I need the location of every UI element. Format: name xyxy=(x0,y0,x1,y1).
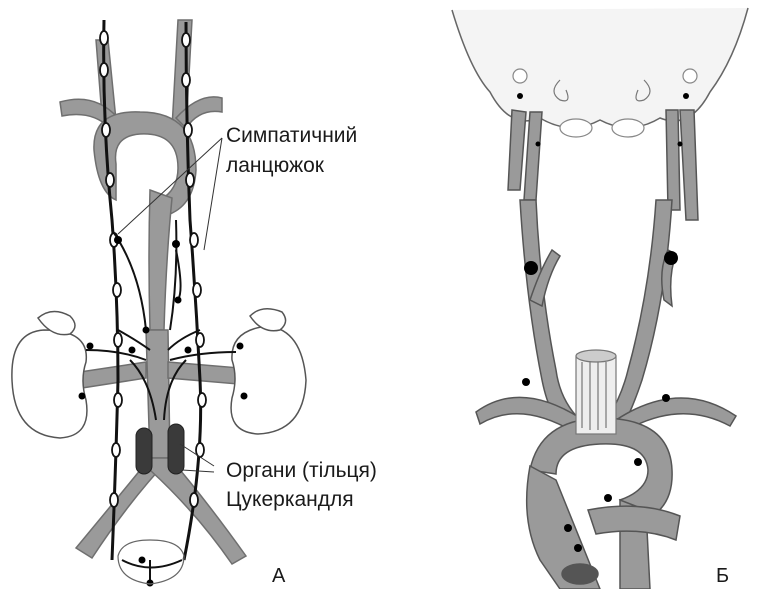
organs-label-line2: Цукеркандля xyxy=(226,488,354,512)
kidney-right xyxy=(231,309,306,434)
skull-base xyxy=(452,8,748,128)
organs-label-line1: Органи (тільця) xyxy=(226,459,377,483)
panel-a-letter: А xyxy=(272,565,285,588)
kidney-left xyxy=(12,311,87,438)
aorta-a xyxy=(60,20,246,564)
sympathetic-chain-label-line1: Симпатичний xyxy=(226,124,357,148)
sympathetic-chain-label-line2: ланцюжок xyxy=(226,154,324,178)
panel-b-letter: Б xyxy=(716,565,729,588)
carotid-arteries-b xyxy=(476,110,736,589)
panel-b-illustration xyxy=(452,8,748,589)
trachea-cylinder xyxy=(576,350,616,434)
